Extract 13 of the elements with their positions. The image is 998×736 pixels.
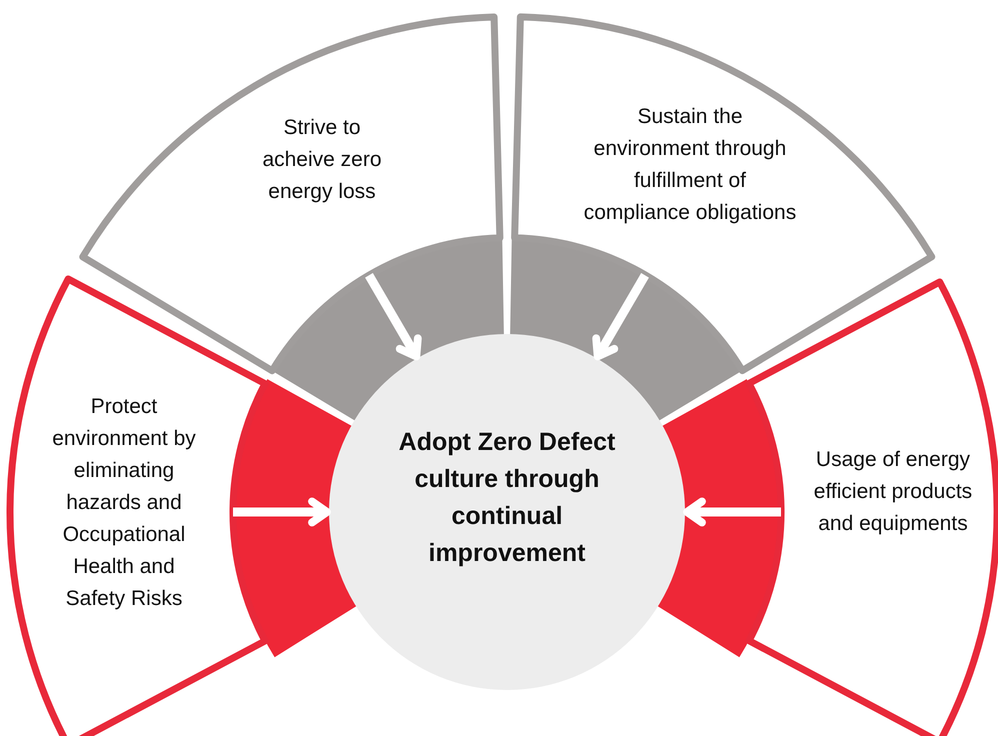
sector-text: Usage of energy efficient products and equipments	[812, 446, 974, 537]
sector-box	[6, 274, 270, 736]
sector-text: Strive to acheive zero energy loss	[261, 114, 383, 205]
arrow	[365, 273, 422, 360]
arrow	[683, 498, 781, 526]
sector-box	[512, 13, 936, 375]
arrow	[592, 273, 649, 360]
sector-text: Protect environment by eliminating hazards and Occupational Health and Safety Risks	[51, 394, 197, 612]
sector-box	[80, 13, 504, 373]
center-title: Adopt Zero Defect culture through continual improvement	[398, 427, 616, 569]
sector-box	[744, 278, 998, 736]
sector-text: Sustain the environment through fulfillment of compliance obligations	[582, 104, 798, 226]
arrow	[233, 498, 331, 526]
